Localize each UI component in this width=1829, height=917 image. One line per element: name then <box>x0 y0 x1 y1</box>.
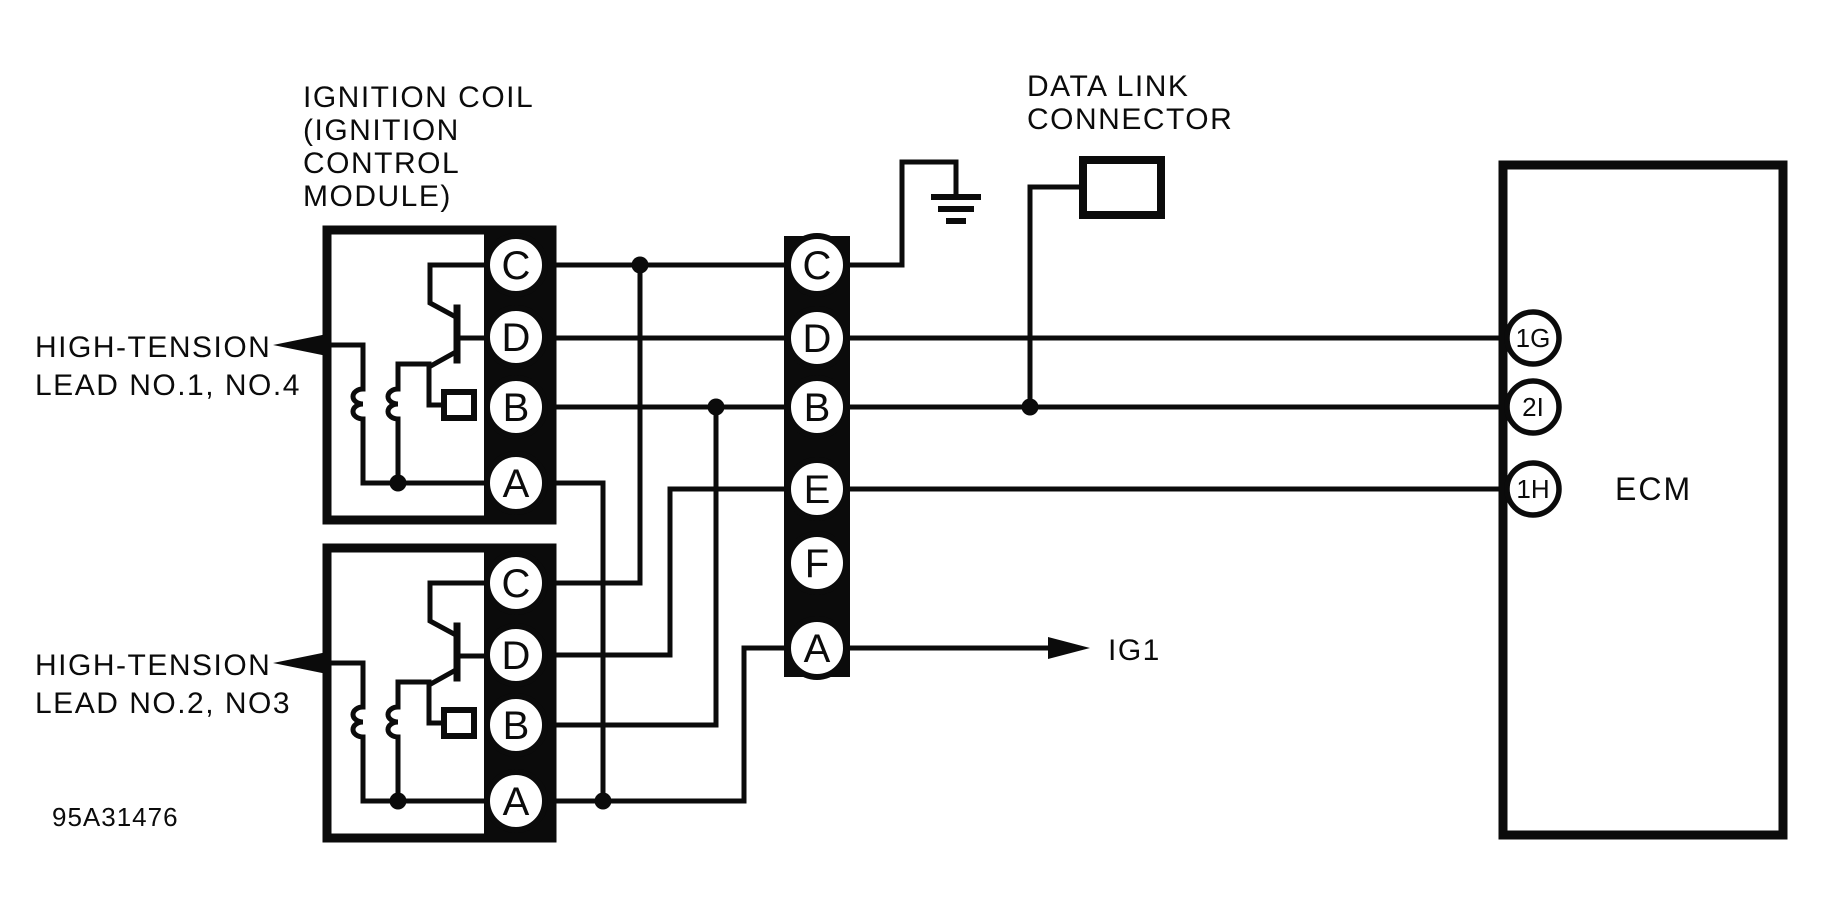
inline-pin-d-label: D <box>803 317 832 361</box>
coil1-secondary-winding-icon <box>350 342 401 486</box>
coil1-resistor-icon <box>441 389 477 421</box>
coil1-emitter-wire <box>426 349 458 408</box>
coil2-pin-c <box>484 551 548 615</box>
coil1-pin-c <box>484 233 548 297</box>
coil-title-line3: CONTROL <box>303 147 460 180</box>
wire-coil2-c-up <box>542 262 643 586</box>
coil1-pin-b-label: B <box>503 386 530 430</box>
coil1-pin-d-label: D <box>502 316 531 360</box>
ecm-pin-1h-label: 1H <box>1516 474 1549 504</box>
high-tension-label-2: HIGH-TENSION LEAD NO.2, NO3 <box>35 649 291 720</box>
coil2-resistor-icon <box>441 707 477 739</box>
inline-pin-d <box>785 306 849 370</box>
ignition-coil-2: C D B A <box>273 543 557 843</box>
ground-symbol <box>931 159 981 224</box>
coil2-arrowhead-icon <box>273 652 327 674</box>
wire-coil2-d-to-inline-e <box>542 486 791 658</box>
ignition-coil-1: C D B A <box>273 225 557 525</box>
coil2-pin-b <box>484 693 548 757</box>
dlc-box <box>1079 156 1165 219</box>
coil1-pin-b <box>484 375 548 439</box>
wire-coil2-b-up <box>542 404 719 728</box>
coil1-pin-d <box>484 305 548 369</box>
ht1-line1: HIGH-TENSION <box>35 331 271 364</box>
ecm-pin-2i-label: 2I <box>1522 392 1544 422</box>
coil1-collector-wire <box>427 262 491 320</box>
dlc-label: DATA LINK CONNECTOR <box>1027 70 1233 136</box>
coil2-collector-wire <box>427 580 491 638</box>
coil2-emitter-wire <box>426 667 458 726</box>
inline-connector: C D B E F A <box>784 233 850 680</box>
coil2-pin-b-label: B <box>503 704 530 748</box>
coil-title-line4: MODULE) <box>303 180 452 213</box>
ecm: 1G 2I 1H ECM <box>1498 160 1788 840</box>
coil1-pin-c-label: C <box>502 244 531 288</box>
coil2-pin-c-label: C <box>502 562 531 606</box>
coil-title-label: IGNITION COIL (IGNITION CONTROL MODULE) <box>303 81 534 213</box>
inline-pin-f-label: F <box>805 542 829 586</box>
coil2-box <box>322 543 557 843</box>
inline-connector-strip <box>784 236 850 677</box>
coil2-primary-winding-icon <box>385 679 401 804</box>
ecm-pin-1h <box>1504 460 1562 518</box>
junction-dot <box>389 792 407 810</box>
ecm-pin-1g-label: 1G <box>1516 323 1551 353</box>
ht2-line1: HIGH-TENSION <box>35 649 271 682</box>
coil2-pin-d-label: D <box>502 634 531 678</box>
coil1-pin-a <box>484 451 548 515</box>
data-link-connector <box>1027 156 1165 410</box>
coil2-secondary-winding-icon <box>350 660 401 804</box>
wire-coil1-a-down <box>542 480 606 804</box>
coil2-pin-a-label: A <box>503 780 530 824</box>
coil-title-line2: (IGNITION <box>303 114 460 147</box>
ecm-pin-1g <box>1504 309 1562 367</box>
wire-coil2-a-to-inline-a <box>542 645 791 804</box>
figure-number: 95A31476 <box>52 802 179 832</box>
ecm-pin-2i <box>1504 378 1562 436</box>
ht1-line2: LEAD NO.1, NO.4 <box>35 369 301 402</box>
inline-pin-e <box>785 457 849 521</box>
inline-pin-e-label: E <box>804 468 831 512</box>
inline-pin-b-label: B <box>804 386 831 430</box>
wires: IG1 <box>542 159 1510 810</box>
inline-pin-a <box>785 616 849 680</box>
junction-dot <box>707 398 725 416</box>
inline-pin-a-label: A <box>804 627 831 671</box>
dlc-label-line2: CONNECTOR <box>1027 103 1233 136</box>
coil1-pin-a-label: A <box>503 462 530 506</box>
inline-pin-c <box>785 233 849 297</box>
coil-title-line1: IGNITION COIL <box>303 81 534 114</box>
high-tension-label-1: HIGH-TENSION LEAD NO.1, NO.4 <box>35 331 301 402</box>
coil1-box <box>322 225 557 525</box>
dlc-label-line1: DATA LINK <box>1027 70 1189 103</box>
wire-inline-c-to-ground <box>843 159 959 268</box>
junction-dot <box>389 474 407 492</box>
coil2-pin-d <box>484 623 548 687</box>
inline-pin-c-label: C <box>803 244 832 288</box>
junction-dot <box>631 256 649 274</box>
coil1-primary-winding-icon <box>385 361 401 486</box>
ecm-box <box>1498 160 1788 840</box>
coil1-arrowhead-icon <box>273 334 327 356</box>
junction-dot <box>594 792 612 810</box>
inline-pin-b <box>785 375 849 439</box>
ig1-label: IG1 <box>1108 634 1161 667</box>
ecm-label: ECM <box>1615 471 1692 507</box>
ig1-arrowhead-icon <box>1048 637 1090 659</box>
coil2-pin-a <box>484 769 548 833</box>
ht2-line2: LEAD NO.2, NO3 <box>35 687 291 720</box>
dlc-lead-wire <box>1027 184 1086 410</box>
inline-pin-f <box>785 531 849 595</box>
